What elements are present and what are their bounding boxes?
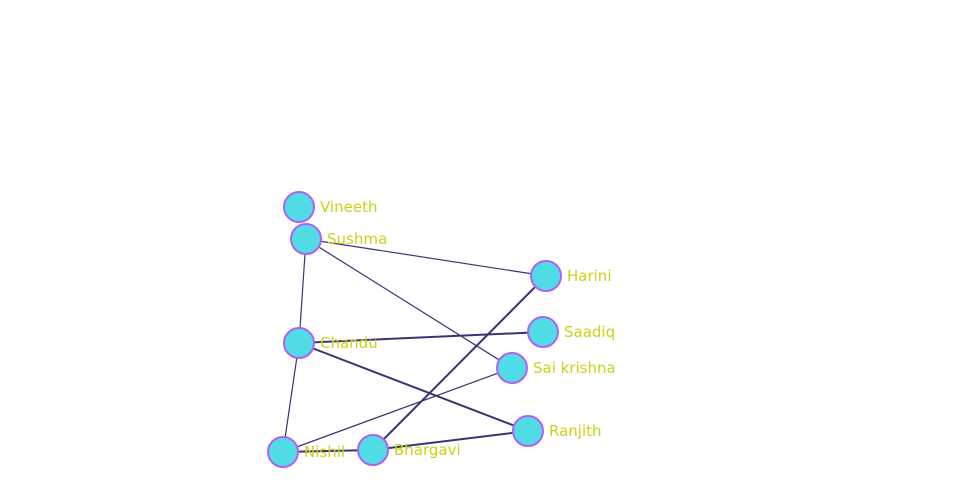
edge-sushma-chandu [298,238,307,344]
edges-layer [282,238,547,453]
node-circle-ranjith[interactable] [512,415,544,447]
node-label-bhargavi: Bhargavi [394,441,461,459]
node-label-vineeth: Vineeth [320,198,377,216]
node-sushma[interactable]: Sushma [290,223,387,255]
node-label-sushma: Sushma [327,230,387,248]
node-circle-sai-krishna[interactable] [496,352,528,384]
edge-chandu-ranjith [298,342,529,432]
node-label-sai-krishna: Sai krishna [533,359,616,377]
node-label-chandu: Chandu [320,334,378,352]
node-circle-chandu[interactable] [283,327,315,359]
node-sai-krishna[interactable]: Sai krishna [496,352,616,384]
node-circle-vineeth[interactable] [283,191,315,223]
node-circle-nishil[interactable] [267,436,299,468]
node-label-harini: Harini [567,267,611,285]
node-saadiq[interactable]: Saadiq [527,316,615,348]
node-label-nishil: Nishil [304,443,345,461]
edge-sai-krishna-nishil [282,367,513,453]
edge-chandu-saadiq [298,331,544,344]
node-chandu[interactable]: Chandu [283,327,378,359]
node-ranjith[interactable]: Ranjith [512,415,602,447]
node-circle-saadiq[interactable] [527,316,559,348]
node-circle-sushma[interactable] [290,223,322,255]
node-harini[interactable]: Harini [530,260,611,292]
node-label-ranjith: Ranjith [549,422,602,440]
edge-bhargavi-ranjith [372,430,529,451]
node-nishil[interactable]: Nishil [267,436,345,468]
edge-sushma-harini [305,238,547,277]
edge-chandu-nishil [282,342,300,453]
node-vineeth[interactable]: Vineeth [283,191,377,223]
node-circle-harini[interactable] [530,260,562,292]
node-circle-bhargavi[interactable] [357,434,389,466]
node-label-saadiq: Saadiq [564,323,615,341]
edge-harini-bhargavi [372,275,547,451]
node-bhargavi[interactable]: Bhargavi [357,434,461,466]
edge-sushma-sai-krishna [305,238,513,369]
